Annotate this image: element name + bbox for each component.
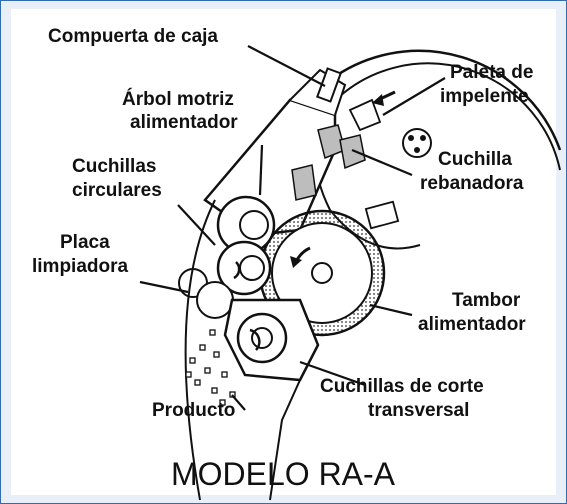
label-paleta-2: impelente bbox=[440, 86, 529, 107]
leader-paleta bbox=[383, 78, 445, 115]
leader-cuchilla bbox=[352, 150, 412, 175]
circular-knife-lower-hub bbox=[240, 256, 264, 280]
label-compuerta: Compuerta de caja bbox=[48, 26, 218, 47]
hub-bolt-1 bbox=[408, 135, 414, 141]
label-placa-1: Placa bbox=[60, 232, 110, 253]
impeller-paddle bbox=[350, 100, 380, 130]
leader-compuerta bbox=[248, 46, 325, 86]
label-cuchilla-2: rebanadora bbox=[420, 173, 524, 194]
circular-knife-upper-hub bbox=[240, 211, 268, 239]
label-arbol-2: alimentador bbox=[130, 112, 238, 133]
label-tambor-1: Tambor bbox=[452, 290, 521, 311]
label-arbol-1: Árbol motriz bbox=[122, 88, 234, 110]
slicing-knife-3 bbox=[292, 165, 316, 200]
label-corte-2: transversal bbox=[368, 400, 469, 421]
label-circulares-1: Cuchillas bbox=[72, 156, 156, 177]
slicing-knife-2 bbox=[340, 135, 365, 168]
housing-block bbox=[366, 202, 398, 229]
label-paleta-1: Paleta de bbox=[450, 62, 533, 83]
label-placa-2: limpiadora bbox=[32, 256, 129, 277]
cleaning-roller-2 bbox=[197, 282, 233, 318]
label-corte-1: Cuchillas de corte bbox=[320, 376, 484, 397]
label-tambor-2: alimentador bbox=[418, 314, 526, 335]
label-producto: Producto bbox=[152, 400, 235, 421]
leader-tambor bbox=[370, 305, 412, 315]
feed-drum-hub bbox=[312, 263, 332, 283]
label-circulares-2: circulares bbox=[72, 180, 162, 201]
hub-bolt-3 bbox=[414, 147, 420, 153]
label-cuchilla-1: Cuchilla bbox=[438, 149, 512, 170]
figure-title: MODELO RA-A bbox=[171, 456, 396, 492]
hub-bolt-2 bbox=[420, 135, 426, 141]
